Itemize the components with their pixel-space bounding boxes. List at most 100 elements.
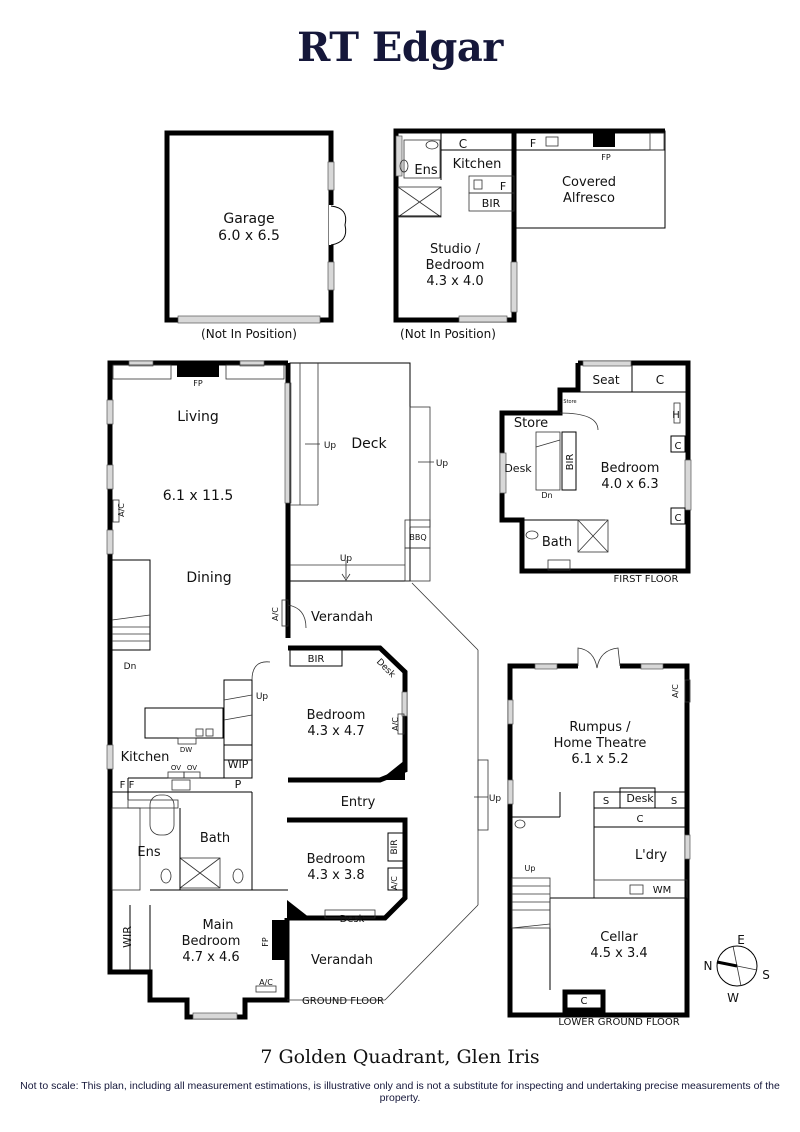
studio-label-1: Studio / — [430, 242, 481, 257]
bedroom-3-dims: 4.3 x 3.8 — [307, 868, 364, 883]
lower-stairs-up: Up — [525, 864, 536, 873]
covered-alfresco: F FP Covered Alfresco — [514, 128, 666, 229]
alfresco-fridge: F — [530, 137, 536, 150]
bedroom-2-bir: BIR — [308, 654, 325, 665]
studio: C Ens Kitchen F BIR Studio / Bedroom 4.3… — [393, 128, 518, 341]
lower-ground-floor: Rumpus / Home Theatre 6.1 x 5.2 A/C S De… — [507, 647, 691, 1028]
compass-north: N — [704, 959, 713, 973]
living-ac: A/C — [117, 503, 126, 517]
first-floor-bath: Bath — [542, 535, 572, 550]
dw-label: DW — [180, 746, 192, 754]
bath-label: Bath — [200, 831, 230, 846]
cellar-cupboard: C — [581, 996, 588, 1007]
deck-up-1: Up — [324, 441, 337, 451]
kitchen-up-label: Up — [256, 692, 269, 702]
first-floor-store-small: Store — [563, 399, 576, 405]
property-address: 7 Golden Quadrant, Glen Iris — [260, 1046, 540, 1068]
lower-ground-title: LOWER GROUND FLOOR — [558, 1017, 679, 1028]
studio-label-2: Bedroom — [426, 258, 485, 273]
studio-kitchen: Kitchen — [453, 157, 502, 172]
studio-note: (Not In Position) — [400, 327, 496, 341]
wip-label: WIP — [228, 758, 249, 771]
main-bedroom-label-1: Main — [202, 918, 233, 933]
alfresco-label-1: Covered — [562, 175, 616, 190]
rumpus-desk: Desk — [626, 792, 654, 805]
first-floor-bedroom-label: Bedroom — [601, 461, 660, 476]
first-floor-dn: Dn — [541, 491, 552, 500]
bedroom-2-ac: A/C — [391, 717, 400, 731]
studio-bir: BIR — [482, 197, 501, 210]
first-floor-desk: Desk — [504, 462, 532, 475]
living-fireplace: FP — [193, 379, 203, 388]
floor-plan: .w { stroke:#000; stroke-width:5; fill:n… — [106, 128, 770, 1028]
bedroom-2-dims: 4.3 x 4.7 — [307, 724, 364, 739]
dining-label: Dining — [186, 570, 231, 586]
first-floor-h: H — [672, 410, 680, 421]
alfresco-fireplace: FP — [601, 153, 611, 162]
cellar-dims: 4.5 x 3.4 — [590, 946, 647, 961]
alfresco-label-2: Alfresco — [563, 191, 615, 206]
fridge-label: F F — [120, 780, 135, 791]
main-bedroom-ac: A/C — [259, 978, 273, 987]
stairs-down-label: Dn — [124, 662, 137, 672]
bedroom-3-ac: A/C — [390, 876, 399, 890]
cellar-label: Cellar — [600, 930, 638, 945]
compass-east: E — [737, 933, 745, 947]
ground-floor: Living 6.1 x 11.5 Dining FP A/C Dn Deck … — [106, 360, 502, 1020]
garage-note: (Not In Position) — [201, 327, 297, 341]
compass-icon: N E S W — [704, 933, 770, 1005]
first-floor-cupboard-1: C — [656, 373, 664, 387]
first-floor-title: FIRST FLOOR — [614, 574, 679, 585]
oven-1-label: OV — [171, 764, 181, 772]
rumpus-dims: 6.1 x 5.2 — [571, 752, 628, 767]
verandah-top-label: Verandah — [311, 610, 373, 625]
first-floor-cupboard-2: C — [675, 441, 682, 452]
verandah-ac: A/C — [271, 607, 280, 621]
first-floor-store: Store — [514, 416, 548, 431]
studio-fridge: F — [500, 180, 506, 193]
bedroom-3-label: Bedroom — [307, 852, 366, 867]
first-floor: Seat C Store Store H C C Desk BIR Dn Bed… — [499, 360, 692, 585]
rumpus-label-1: Rumpus / — [569, 720, 631, 735]
washing-machine-label: WM — [653, 885, 672, 896]
studio-cupboard: C — [459, 137, 467, 151]
living-dims: 6.1 x 11.5 — [163, 488, 234, 504]
deck-label: Deck — [351, 436, 387, 452]
bedroom-3-bir: BIR — [390, 839, 400, 854]
deck-up-2: Up — [436, 459, 449, 469]
kitchen-label: Kitchen — [121, 750, 170, 765]
shelf-1: S — [603, 796, 609, 807]
studio-dims: 4.3 x 4.0 — [426, 274, 483, 289]
ground-floor-title: GROUND FLOOR — [302, 996, 384, 1007]
main-bedroom-label-2: Bedroom — [182, 934, 241, 949]
compass-south: S — [762, 968, 770, 982]
wir-label: WIR — [121, 926, 134, 948]
entry-label: Entry — [341, 795, 376, 810]
studio-ensuite: Ens — [414, 163, 437, 178]
main-bedroom-fireplace: FP — [261, 937, 270, 947]
garage-dims: 6.0 x 6.5 — [218, 228, 280, 244]
garage-label: Garage — [223, 211, 274, 227]
bbq-label: BBQ — [409, 533, 426, 542]
first-floor-bedroom-dims: 4.0 x 6.3 — [601, 477, 658, 492]
rumpus-label-2: Home Theatre — [554, 736, 647, 751]
laundry-label: L'dry — [635, 848, 667, 863]
rumpus-cupboard: C — [637, 814, 644, 825]
pantry-label: P — [235, 778, 242, 791]
compass-west: W — [727, 991, 739, 1005]
shelf-2: S — [671, 796, 677, 807]
first-floor-bir: BIR — [565, 454, 576, 471]
bedroom-2-label: Bedroom — [307, 708, 366, 723]
deck-up-3: Up — [340, 554, 353, 564]
first-floor-seat: Seat — [592, 373, 619, 387]
garage: Garage 6.0 x 6.5 (Not In Position) — [164, 130, 347, 341]
verandah-bottom-label: Verandah — [311, 953, 373, 968]
entry-up-label: Up — [489, 794, 502, 804]
disclaimer: Not to scale: This plan, including all m… — [20, 1080, 780, 1104]
main-bedroom-dims: 4.7 x 4.6 — [182, 950, 239, 965]
brand-logo: RT Edgar — [297, 24, 503, 71]
living-label: Living — [177, 409, 219, 425]
first-floor-cupboard-3: C — [675, 513, 682, 524]
bedroom-3-desk: Desk — [340, 914, 365, 925]
oven-2-label: OV — [187, 764, 197, 772]
